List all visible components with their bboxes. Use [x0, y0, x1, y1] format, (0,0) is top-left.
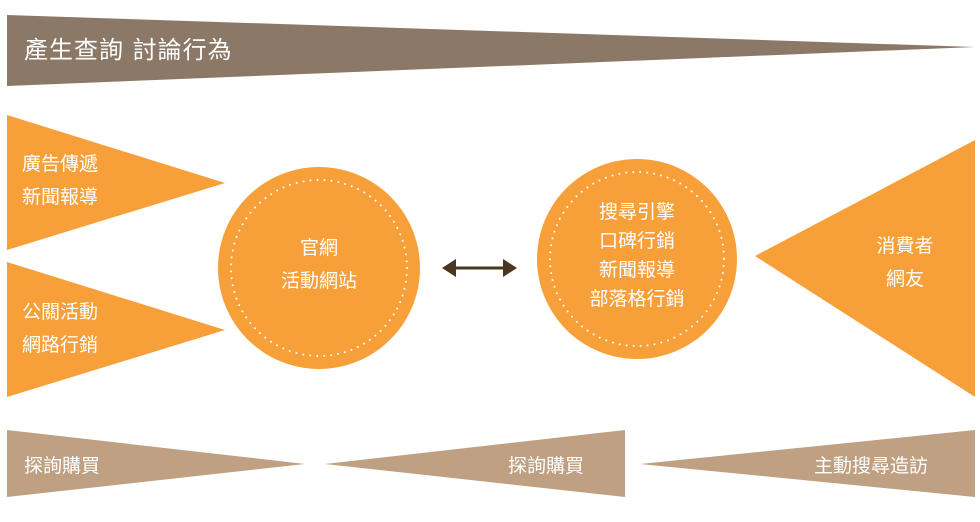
left-top-line-1: 廣告傳遞 — [22, 153, 99, 175]
left-top-line-2: 新聞報導 — [22, 186, 99, 208]
left-bottom-line-1: 公關活動 — [22, 301, 99, 323]
circle-left-line-1: 官網 — [299, 237, 338, 259]
bottom-left-label: 探詢購買 — [24, 455, 101, 477]
circle-left-dotted-ring — [230, 179, 408, 357]
circle-left-text: 官網 活動網站 — [254, 232, 384, 298]
right-triangle-text: 消費者 網友 — [850, 230, 960, 296]
double-arrow-icon — [442, 259, 517, 277]
circle-right-dotted-ring — [549, 171, 725, 347]
left-bottom-triangle-text: 公關活動 網路行銷 — [22, 296, 98, 362]
circle-right-line-3: 新聞報導 — [598, 259, 675, 281]
circle-right-line-1: 搜尋引擎 — [598, 201, 675, 223]
circle-right-shape — [537, 159, 737, 359]
banner-title: 產生查詢 討論行為 — [24, 36, 233, 64]
bottom-middle-wedge — [325, 430, 625, 497]
bottom-left-wedge — [7, 430, 305, 497]
bottom-right-label: 主動搜尋造訪 — [814, 455, 929, 477]
right-triangle-line-2: 網友 — [885, 268, 924, 290]
circle-right-line-4: 部落格行銷 — [589, 288, 685, 310]
bottom-right-wedge — [640, 430, 975, 497]
bottom-middle-label: 探詢購買 — [508, 455, 585, 477]
circle-right-text: 搜尋引擎 口碑行銷 新聞報導 部落格行銷 — [567, 198, 707, 314]
right-triangle — [755, 140, 975, 397]
left-top-triangle — [7, 115, 225, 250]
right-triangle-line-1: 消費者 — [876, 235, 934, 257]
top-banner-wedge — [7, 15, 975, 86]
left-bottom-triangle — [7, 262, 225, 397]
circle-left-shape — [218, 167, 420, 369]
left-top-triangle-text: 廣告傳遞 新聞報導 — [22, 148, 98, 214]
left-bottom-line-2: 網路行銷 — [22, 334, 99, 356]
circle-left-line-2: 活動網站 — [280, 270, 357, 292]
circle-right-line-2: 口碑行銷 — [598, 230, 675, 252]
